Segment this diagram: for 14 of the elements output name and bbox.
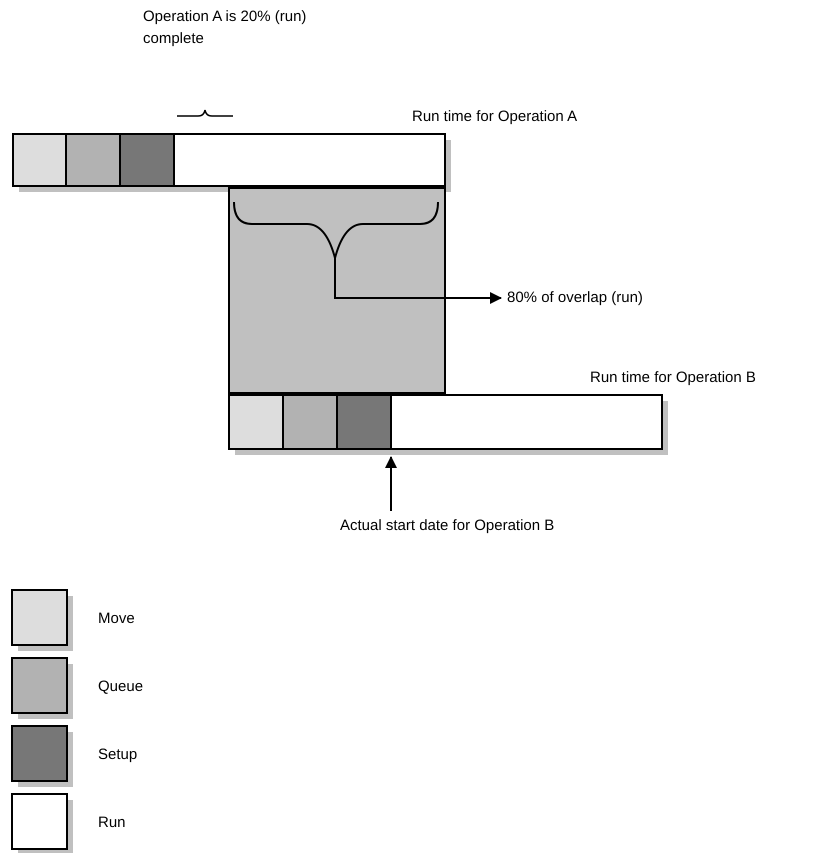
legend-label: Setup [98,745,138,765]
legend-label: Run [98,813,126,833]
legend-label: Move [98,609,135,629]
legend-label: Queue [98,677,144,697]
annotation-text: Operation A is 20% (run) complete [143,7,308,49]
callout-text: 80% of overlap (run) [507,287,737,309]
annotation-text: Run time for Operation B [590,368,757,388]
arrow [334,258,502,304]
annotation-text: Run time for Operation A [412,107,578,127]
arrow [385,456,397,511]
overlap-region [228,187,446,394]
callout-text: Actual start date for Operation B [340,515,560,537]
operation-bar [228,394,668,455]
operation-bar [12,133,451,192]
